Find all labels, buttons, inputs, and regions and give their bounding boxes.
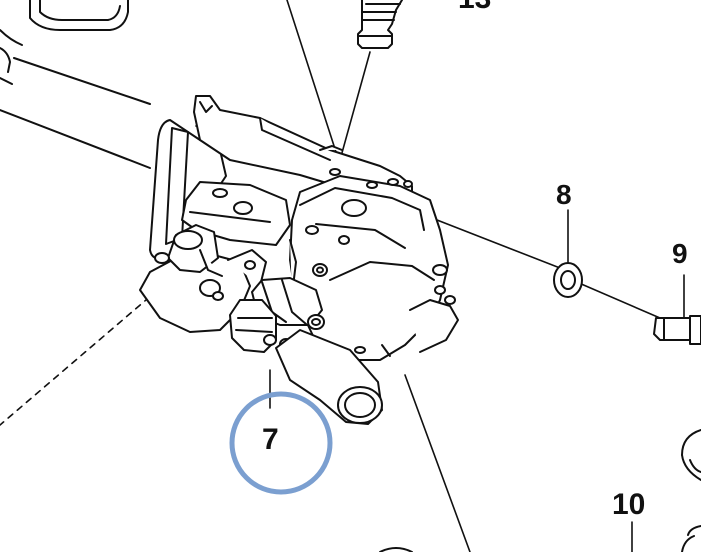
highlight-circle — [229, 391, 333, 495]
callout-9: 9 — [672, 238, 688, 269]
top-left-part — [0, 0, 129, 73]
callout-7[interactable]: 7 — [262, 423, 279, 456]
shaft-lines — [0, 57, 151, 169]
bolt — [653, 315, 701, 345]
hydraulic-fitting — [357, 0, 403, 49]
pump-body — [149, 95, 459, 361]
washer — [553, 262, 583, 298]
body-bolts — [312, 263, 456, 305]
callout-10: 10 — [612, 488, 646, 521]
callout-13: 13 — [458, 0, 491, 14]
bottom-right-parts — [379, 429, 701, 552]
valve-assembly — [139, 224, 383, 425]
callout-8: 8 — [556, 179, 572, 210]
